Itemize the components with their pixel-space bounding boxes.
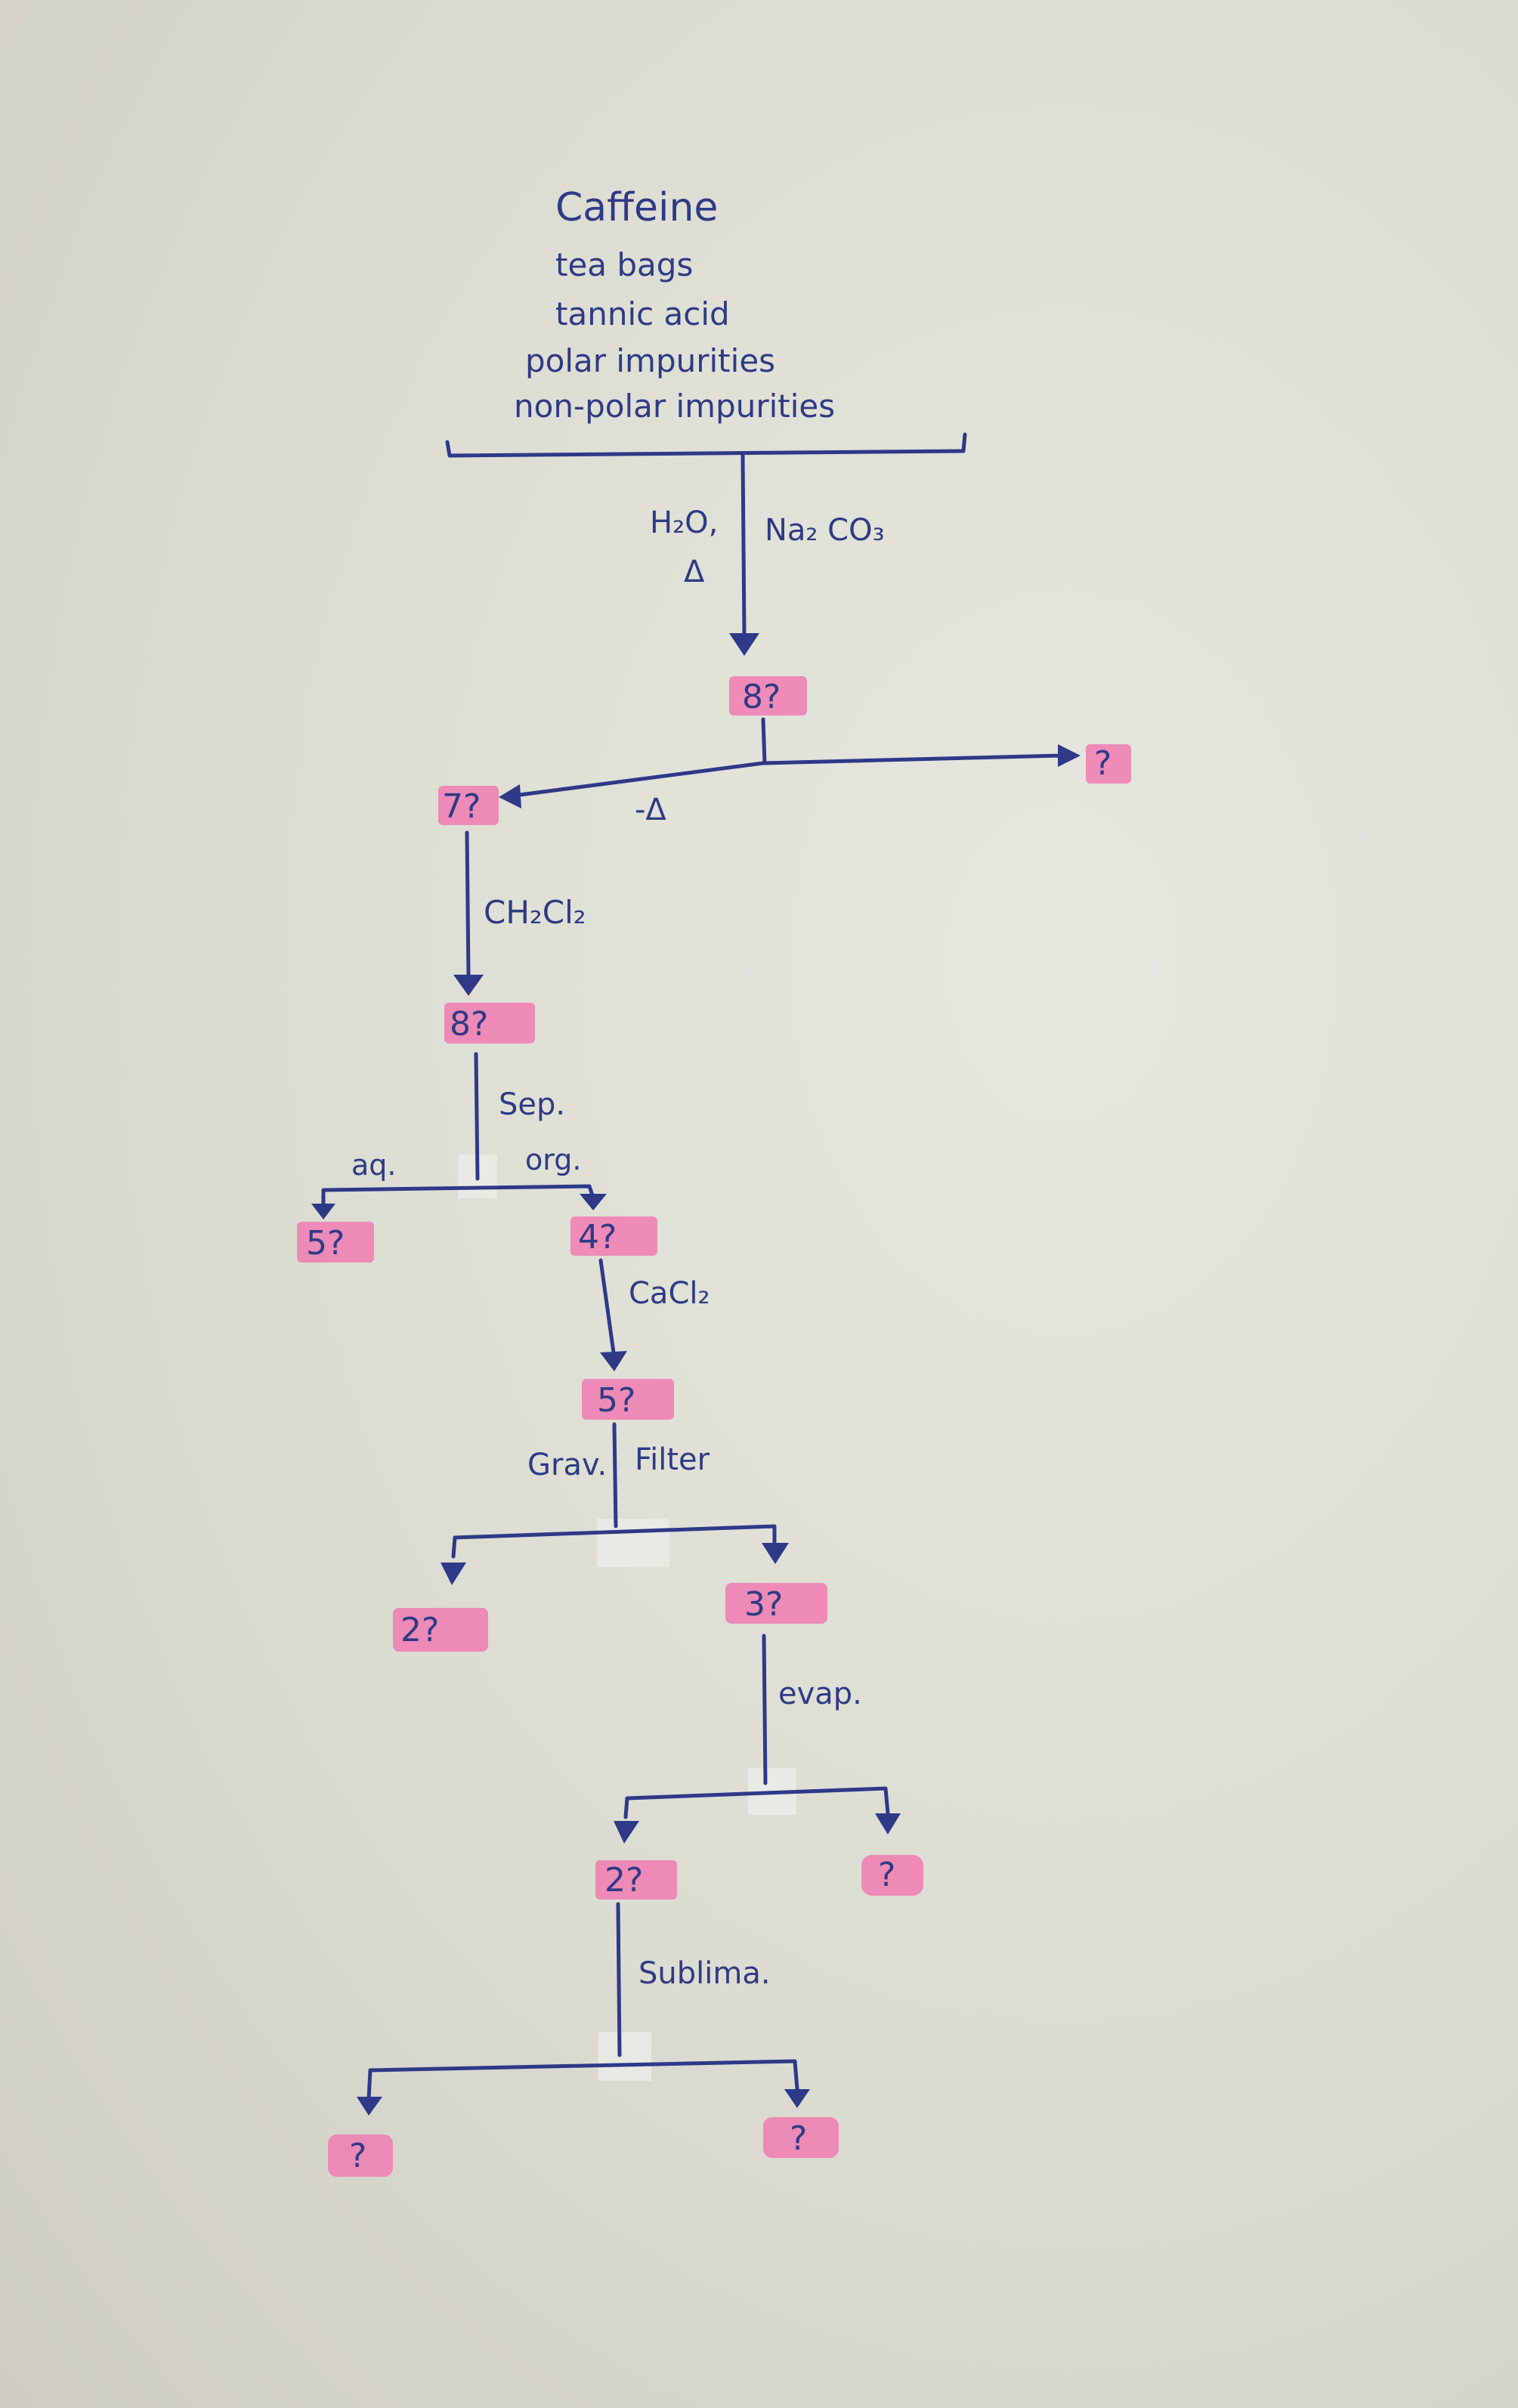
highlight-box <box>729 676 807 716</box>
arrow-head <box>441 1563 466 1585</box>
split-stem <box>616 1902 622 2057</box>
arrow-head <box>357 2097 382 2116</box>
reagent-water-label: H₂O, <box>650 505 718 540</box>
separation-label: Sep. <box>499 1087 565 1122</box>
reagent-heat-label: Δ <box>684 555 705 589</box>
split-line <box>366 2059 799 2101</box>
split-stem <box>761 717 767 765</box>
unknown-box-5: 5? <box>597 1381 635 1420</box>
arrow-head <box>499 784 521 808</box>
unknown-box-left: 2? <box>400 1611 439 1649</box>
start-line-caffeine: Caffeine <box>555 185 718 230</box>
start-bracket <box>445 432 967 458</box>
unknown-box-2: 7? <box>442 787 481 826</box>
tape-strip <box>598 2032 651 2081</box>
highlight-box <box>861 1855 923 1896</box>
arrow-head <box>1058 744 1081 767</box>
sublimation-label: Sublima. <box>638 1956 771 1991</box>
highlight-box <box>570 1216 657 1256</box>
unknown-right-branch: ? <box>1094 744 1111 783</box>
highlight-box <box>328 2134 393 2177</box>
unknown-box-3: 8? <box>450 1005 488 1043</box>
highlight-box <box>444 1003 535 1043</box>
split-line <box>512 753 1064 798</box>
split-stem <box>612 1422 618 1529</box>
gravity-label: Grav. <box>527 1448 607 1482</box>
split-stem <box>762 1634 768 1785</box>
arrow-head <box>614 1821 639 1844</box>
highlight-box <box>1086 744 1131 784</box>
arrow-line <box>740 453 747 637</box>
filter-label: Filter <box>635 1442 710 1477</box>
split-stem <box>474 1052 480 1181</box>
arrow-line <box>465 830 471 977</box>
highlight-box <box>595 1860 677 1900</box>
unknown-box-final-right: ? <box>790 2119 807 2158</box>
split-line <box>451 1524 777 1559</box>
split-line <box>321 1184 595 1210</box>
highlight-box <box>725 1583 827 1624</box>
arrow-head <box>875 1813 901 1835</box>
unknown-box-1: 8? <box>742 678 781 716</box>
arrow-head <box>729 633 759 656</box>
highlight-box <box>393 1608 488 1652</box>
unknown-box-right: 3? <box>744 1585 783 1624</box>
tape-strip <box>597 1519 669 1567</box>
highlight-box <box>297 1222 374 1263</box>
start-line-polar-impurities: polar impurities <box>525 342 775 379</box>
solvent-label: CH₂Cl₂ <box>484 894 586 931</box>
unknown-box-evap-right: ? <box>878 1856 895 1894</box>
aqueous-label: aq. <box>351 1148 397 1182</box>
split-line <box>623 1786 890 1819</box>
arrow-head <box>762 1543 789 1564</box>
unknown-box-aq: 5? <box>306 1224 345 1263</box>
unknown-box-4: 4? <box>578 1218 617 1257</box>
arrow-head <box>453 975 484 996</box>
arrow-line <box>598 1258 616 1355</box>
unknown-box-evap-left: 2? <box>604 1861 643 1900</box>
highlight-box <box>582 1379 674 1420</box>
arrow-head <box>580 1194 607 1210</box>
start-line-nonpolar-impurities: non-polar impurities <box>514 388 835 425</box>
start-line-tannic-acid: tannic acid <box>555 295 730 332</box>
arrow-head <box>311 1204 335 1219</box>
heat-removed-label: -Δ <box>635 793 666 827</box>
evaporation-label: evap. <box>778 1677 862 1711</box>
highlight-box <box>763 2117 839 2158</box>
drying-agent-label: CaCl₂ <box>629 1276 710 1311</box>
arrow-head <box>600 1351 627 1371</box>
reagent-carbonate-label: Na₂ CO₃ <box>765 513 885 548</box>
start-line-tea-bags: tea bags <box>555 246 693 283</box>
arrow-head <box>784 2089 810 2108</box>
organic-label: org. <box>525 1143 581 1176</box>
highlight-box <box>438 786 499 825</box>
unknown-box-final-left: ? <box>349 2137 366 2175</box>
